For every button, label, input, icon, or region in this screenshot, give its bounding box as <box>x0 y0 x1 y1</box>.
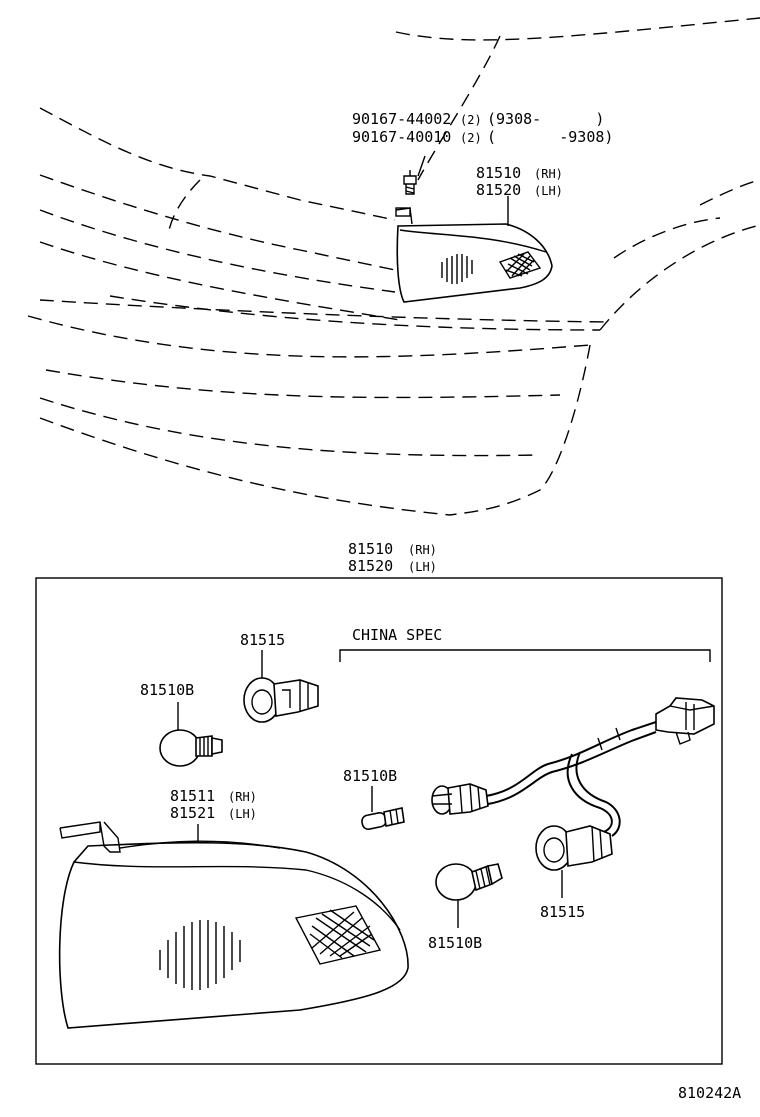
callout-lens-rh-side: (RH) <box>228 790 257 804</box>
connector-plug-icon <box>655 697 715 745</box>
callout-lamp-rh-side: (RH) <box>534 167 563 181</box>
callout-bolt-b-range: ( -9308) <box>487 128 613 146</box>
callout-lamp-lh-side: (LH) <box>534 184 563 198</box>
callout-bolt-a-part: 90167-44002 <box>352 110 451 128</box>
callout-lamp-rh-part: 81510 <box>476 164 521 182</box>
callout-assy-rh-part: 81510 <box>348 540 393 558</box>
exploded-view-frame <box>35 577 723 1065</box>
lens-ribs-large <box>159 920 241 990</box>
callout-bolt-a-qty: (2) <box>460 113 482 127</box>
china-spec-bracket <box>339 649 711 662</box>
bulb-icon-left <box>159 729 223 767</box>
callout-lens-lh-part: 81521 <box>170 804 215 822</box>
socket-icon-right <box>535 825 613 871</box>
harness-socket-icon <box>431 783 489 815</box>
callout-socket-left: 81515 <box>240 631 285 649</box>
callout-lens-lh-side: (LH) <box>228 807 257 821</box>
callout-bolt-a-range: (9308- ) <box>487 110 604 128</box>
callout-assy-lh-part: 81520 <box>348 557 393 575</box>
corner-lamp-lens-large <box>58 821 409 1029</box>
figure-id: 810242A <box>678 1084 741 1102</box>
callout-bolt-b-qty: (2) <box>460 131 482 145</box>
callout-assy-lh-side: (LH) <box>408 560 437 574</box>
wedge-bulb-icon <box>361 807 405 831</box>
callout-lens-rh-part: 81511 <box>170 787 215 805</box>
corner-lamp-installed <box>395 155 553 303</box>
callout-assy-rh-side: (RH) <box>408 543 437 557</box>
wire-harness <box>485 721 657 837</box>
callout-bulb-left: 81510B <box>140 681 194 699</box>
lens-ribs-small <box>441 254 473 284</box>
socket-icon-left <box>243 677 319 723</box>
callout-lamp-lh-part: 81520 <box>476 181 521 199</box>
bolt-icon <box>403 175 417 195</box>
bulb-icon-right <box>435 863 503 901</box>
callout-socket-right: 81515 <box>540 903 585 921</box>
callout-bulb-small: 81510B <box>343 767 397 785</box>
callout-bolt-b-part: 90167-40010 <box>352 128 451 146</box>
lens-hatch-large <box>309 909 375 959</box>
vehicle-body-outline <box>27 17 760 516</box>
callout-bulb-right: 81510B <box>428 934 482 952</box>
lens-hatch-small <box>505 253 535 277</box>
china-spec-label: CHINA SPEC <box>352 626 442 644</box>
